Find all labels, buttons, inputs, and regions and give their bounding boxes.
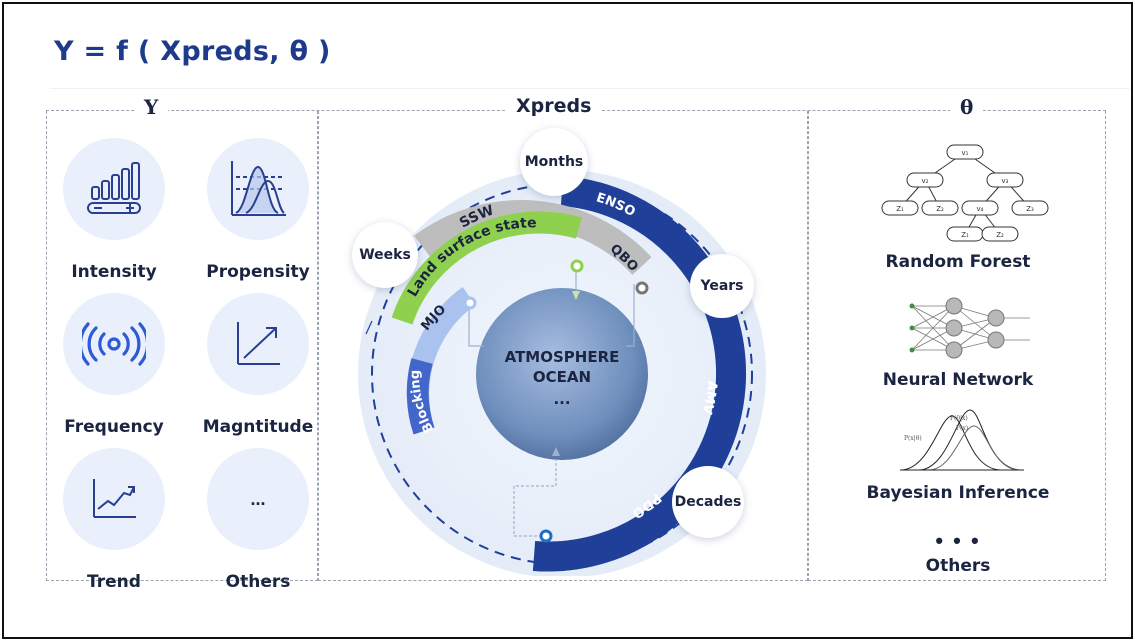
metric-others: ... Others [198,448,318,592]
tree-leaf-1: Z₁ [896,205,904,213]
tree-leaf-3: Z₃ [1026,205,1034,213]
xpreds-panel-title: Xpreds [506,95,602,117]
bayes-annotation-likelihood: P(x|θ) [904,435,922,442]
theta-panel [808,111,1106,581]
y-panel [46,111,318,581]
timescale-years: Years [690,254,754,318]
mjo-node [463,296,477,310]
ellipsis-icon: ... [250,488,266,509]
navy-arc [532,176,747,572]
metric-propensity: Propensity [198,138,318,282]
tree-leaf-4: Z₁ [961,231,969,239]
method-bayesian-inference: Bayesian Inference [866,483,1050,503]
tree-node-mid-left: v₂ [922,177,929,185]
metric-label: Propensity [206,262,310,282]
tree-node-root: v₁ [962,149,969,157]
method-neural-network: Neural Network [882,370,1034,390]
pdo-node [539,529,553,543]
line-chart-icon [93,479,136,518]
weeks-tick [365,320,373,335]
bubble-background [207,293,309,395]
blocking-arc [406,358,435,435]
more-methods-dots: • • • [935,528,981,553]
tree-node-mid-right: v₃ [1002,177,1009,185]
metric-label: Others [225,572,291,592]
header-divider [50,88,1130,89]
equation-headline: Y = f ( Xpreds, θ ) [54,36,331,67]
distribution-icon [231,161,286,216]
amv-label: AMV [699,380,720,416]
bayes-annotation-evidence: P(x) [956,425,968,432]
xpreds-diagram: SSW Land surface state QBO MJO Blocking … [324,116,804,581]
metric-magnitude: Magntitude [198,293,318,437]
metric-intensity: Intensity [54,138,174,282]
bubble-background [63,138,165,240]
decades-tick [661,525,675,537]
metric-label: Magntitude [202,417,314,437]
metric-label: Intensity [71,262,157,282]
qbo-node [635,281,649,295]
bubble-background [63,448,165,550]
arrow-head-down [572,291,580,300]
timescale-wheel: SSW Land surface state QBO MJO Blocking … [358,170,766,578]
tree-leaf-5: Z₂ [996,231,1004,239]
land-node [570,259,584,273]
bubble-background: ... [207,448,309,550]
svg-text:AMV: AMV [699,380,720,416]
metric-frequency: Frequency [54,293,174,437]
core-label-ocean: OCEAN [533,368,591,386]
metric-label: Trend [87,572,141,592]
signal-icon [82,322,146,366]
core-label-atmosphere: ATMOSPHERE [505,348,620,366]
green-arc [391,211,582,325]
metric-label: Frequency [64,417,164,437]
arrow-head-up [552,447,560,456]
trend-arrow-icon [237,322,280,365]
core-label-ellipsis: ... [553,390,570,408]
bubble-background [63,293,165,395]
method-random-forest: Random Forest [885,252,1031,272]
tree-node-deep: v₄ [977,205,984,213]
neural-network-icon [909,297,1030,359]
tree-leaf-2: Z₂ [936,205,944,213]
timescale-weeks: Weeks [352,222,418,288]
xpreds-panel [318,111,808,581]
method-others: Others [925,556,991,576]
y-panel-title: Y [134,95,169,119]
bar-level-icon [87,162,141,214]
timescale-months: Months [520,128,588,196]
core-sphere [476,288,648,460]
bayes-annotation-posterior: P(θ|x) [950,415,968,422]
metric-trend: Trend [54,448,174,592]
bayesian-curves-icon: P(x|θ) P(θ|x) P(x) [900,409,1024,471]
timescale-decades: Decades [672,466,744,538]
theta-panel-title: θ [950,95,984,119]
bubble-background [207,138,309,240]
random-forest-icon: v₁ v₂ v₃ Z₁ Z₂ v₄ Z₃ Z₁ Z₂ [881,144,1049,242]
